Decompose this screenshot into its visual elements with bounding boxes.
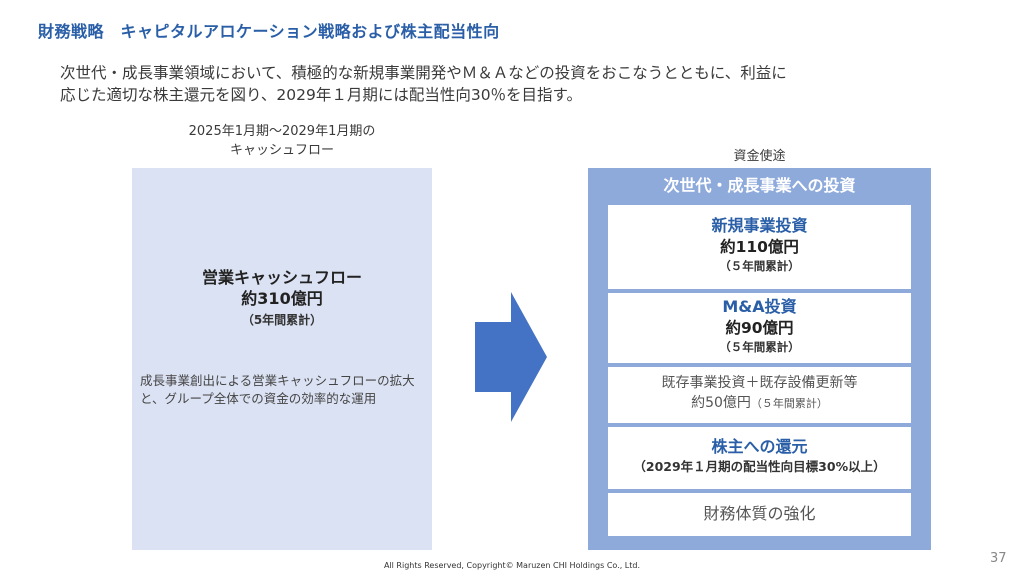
page-title: 財務戦略 キャピタルアロケーション戦略および株主配当性向 [38,22,500,41]
right-arrow-icon [475,292,547,422]
shareholder-title: 株主への還元 [711,437,808,456]
new-business-amount: 約110億円 [720,238,799,256]
existing-title: 既存事業投資＋既存設備更新等 [661,375,858,391]
ma-amount: 約90億円 [725,319,794,337]
lead-line-1: 次世代・成長事業領域において、積極的な新規事業開発やＭ＆Ａなどの投資をおこなうと… [60,64,787,82]
page-number: 37 [990,551,1007,566]
existing-amount: 約50億円 [691,395,751,411]
cashflow-caption-line-1: 2025年1月期～2029年1月期の [188,124,376,139]
cashflow-box: 営業キャッシュフロー 約310億円 （5年間累計） 成長事業創出による営業キャッ… [132,168,432,550]
uses-header: 次世代・成長事業への投資 [663,176,856,195]
uses-box: 次世代・成長事業への投資 新規事業投資 約110億円 （５年間累計） M&A投資… [588,168,931,550]
cashflow-note: （5年間累計） [241,313,323,327]
shareholder-note: （2029年１月期の配当性向目標30%以上） [633,459,886,474]
lead-line-2: 応じた適切な株主還元を図り、2029年１月期には配当性向30％を目指す。 [60,86,583,104]
panel-finance: 財務体質の強化 [608,493,911,536]
panel-shareholder: 株主への還元 （2029年１月期の配当性向目標30%以上） [608,427,911,489]
new-business-note: （５年間累計） [719,259,800,273]
panel-ma: M&A投資 約90億円 （５年間累計） [608,293,911,363]
cashflow-caption-line-2: キャッシュフロー [229,143,334,158]
ma-note: （５年間累計） [719,340,800,354]
existing-note: （５年間累計） [750,397,828,410]
cashflow-title: 営業キャッシュフロー [201,268,362,287]
cashflow-amount: 約310億円 [241,289,323,308]
ma-title: M&A投資 [722,297,797,316]
cashflow-caption: 2025年1月期～2029年1月期の キャッシュフロー [132,122,432,160]
panel-existing: 既存事業投資＋既存設備更新等 約50億円（５年間累計） [608,367,911,423]
panel-new-business: 新規事業投資 約110億円 （５年間累計） [608,205,911,289]
new-business-title: 新規事業投資 [711,216,808,235]
finance-title: 財務体質の強化 [703,504,816,523]
lead-text: 次世代・成長事業領域において、積極的な新規事業開発やＭ＆Ａなどの投資をおこなうと… [60,62,960,106]
uses-caption: 資金使途 [733,149,786,164]
copyright-footer: All Rights Reserved, Copyright© Maruzen … [383,561,641,570]
cashflow-description: 成長事業創出による営業キャッシュフローの拡大と、グループ全体での資金の効率的な運… [140,373,415,406]
